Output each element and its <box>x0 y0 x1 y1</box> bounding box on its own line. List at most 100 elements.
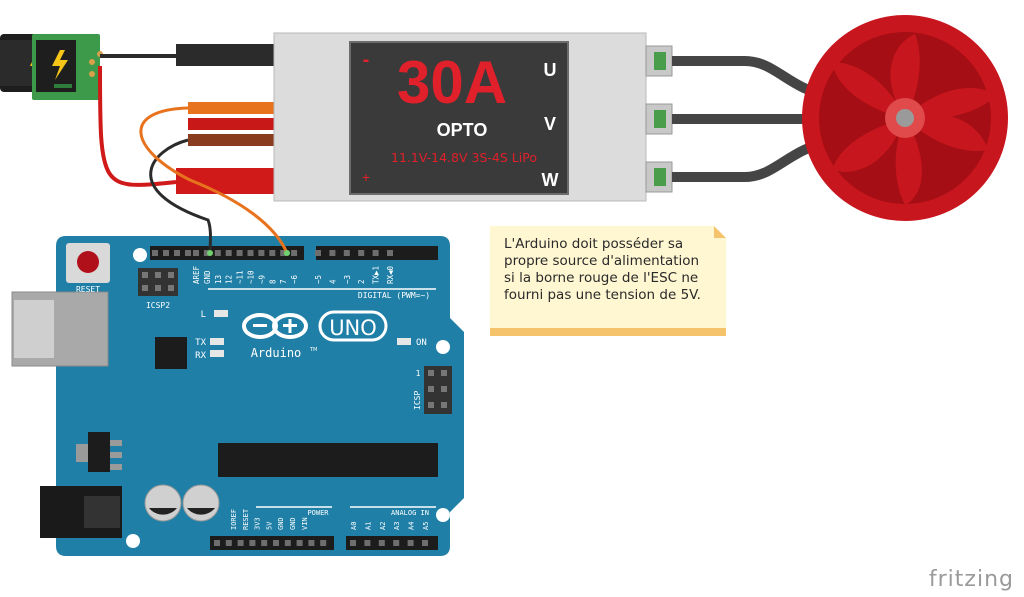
reset-label: RESET <box>76 285 100 294</box>
capacitors <box>144 484 220 522</box>
digital-pin-label: 7 <box>279 279 288 284</box>
esc-signal-brown <box>188 134 276 146</box>
header-hole <box>236 250 243 256</box>
header-hole <box>247 250 254 256</box>
digital-pin-label: 2 <box>357 279 366 284</box>
header-hole <box>214 540 220 546</box>
esc-phase-v: V <box>544 114 556 134</box>
board-brand: Arduino <box>251 346 302 360</box>
led-l-label: L <box>201 310 206 320</box>
arduino-uno-board: RESET ICSP2 L TX RX ON <box>11 236 464 556</box>
led-rx-label: RX <box>195 351 206 361</box>
header-hole <box>237 540 244 546</box>
esc-plus: + <box>362 169 370 185</box>
analog-pin-label: A1 <box>364 522 372 530</box>
esc-minus: - <box>363 49 370 71</box>
digital-pin-label: AREF <box>192 265 201 284</box>
header-hole <box>269 250 276 256</box>
header-hole <box>258 250 265 256</box>
header-hole <box>152 250 158 256</box>
power-header <box>210 536 334 550</box>
signal-wire <box>139 106 289 254</box>
esc-type: OPTO <box>437 120 488 140</box>
header-hole <box>315 250 321 256</box>
battery-connector <box>0 34 103 100</box>
header-hole <box>185 250 191 256</box>
regulator <box>88 432 110 472</box>
esc-phase-w: W <box>542 170 559 190</box>
power-pin-label: IOREF <box>230 509 238 530</box>
digital-pin-label: 13 <box>214 275 223 284</box>
header-hole <box>387 250 393 256</box>
icsp-label: ICSP <box>413 391 422 410</box>
analog-pin-label: A5 <box>422 522 430 530</box>
header-hole <box>174 250 180 256</box>
led-rx <box>210 350 224 357</box>
header-hole <box>280 250 287 256</box>
power-pin-label: 3V3 <box>254 517 262 530</box>
led-tx <box>210 338 224 345</box>
digital-pin-label: ~9 <box>257 275 266 284</box>
icsp2-label: ICSP2 <box>146 301 170 310</box>
esc-phase-u: U <box>544 60 557 80</box>
analog-pin-label: A2 <box>379 522 387 530</box>
board-tm: TM <box>309 347 317 353</box>
arduino-logo: UNO Arduino TM <box>242 310 388 360</box>
led-l <box>214 310 228 317</box>
battery-red-wire <box>98 65 177 187</box>
analog-label: ANALOG IN <box>391 509 429 517</box>
digital-pin-label: GND <box>203 270 212 284</box>
digital-pin-label: ~11 <box>236 270 245 284</box>
header-hole <box>193 250 199 256</box>
note-text: L'Arduino doit posséder sa propre source… <box>504 236 701 303</box>
header-hole <box>320 540 327 546</box>
usb-chip <box>155 337 187 369</box>
header-hole <box>329 250 336 256</box>
brushless-motor <box>802 15 1008 221</box>
header-hole <box>372 250 379 256</box>
power-pin-label: RESET <box>242 508 250 530</box>
analog-pin-label: A3 <box>393 522 401 530</box>
header-hole <box>378 540 385 546</box>
note-fold <box>714 226 726 238</box>
digital-pin-label: ~6 <box>290 274 299 284</box>
header-hole <box>343 250 350 256</box>
power-pin-label: 5V <box>265 521 273 530</box>
header-hole <box>350 540 356 546</box>
header-hole <box>364 540 371 546</box>
note-box: L'Arduino doit posséder sa propre source… <box>490 226 726 336</box>
digital-pin-label: ~10 <box>247 270 256 284</box>
esc-module: 30A OPTO 11.1V-14.8V 3S-4S LiPo - + U V … <box>273 32 647 202</box>
esc-rating: 30A <box>397 49 507 116</box>
esc-signal-red <box>188 118 276 130</box>
fritzing-brand: fritzing <box>928 567 1014 592</box>
motor-shaft <box>896 109 914 127</box>
led-on <box>397 338 411 345</box>
led-on-label: ON <box>416 338 427 348</box>
header-hole <box>308 540 315 546</box>
header-hole <box>393 540 400 546</box>
esc-voltage: 11.1V-14.8V 3S-4S LiPo <box>391 150 537 165</box>
analog-header <box>346 536 438 550</box>
esc-output-connectors <box>645 45 673 193</box>
analog-pin-label: A0 <box>350 522 358 530</box>
digital-pin-label: RX◀0 <box>386 265 395 284</box>
digital-pin-label: 12 <box>225 275 234 284</box>
header-hole <box>203 250 210 256</box>
header-hole <box>284 540 291 546</box>
header-hole <box>225 250 232 256</box>
esc-signal-orange <box>188 102 276 114</box>
power-pin-label: GND <box>289 517 297 530</box>
header-hole <box>358 250 365 256</box>
header-hole <box>261 540 268 546</box>
header-hole <box>296 540 303 546</box>
header-hole <box>225 540 232 546</box>
board-name: UNO <box>329 316 377 340</box>
digital-pin-label: 8 <box>268 279 277 284</box>
header-hole <box>422 540 428 546</box>
header-hole <box>249 540 256 546</box>
gnd-wire <box>149 138 212 254</box>
power-pin-label: VIN <box>301 517 309 530</box>
atmega-chip <box>218 443 438 477</box>
analog-pin-label: A4 <box>408 522 416 530</box>
